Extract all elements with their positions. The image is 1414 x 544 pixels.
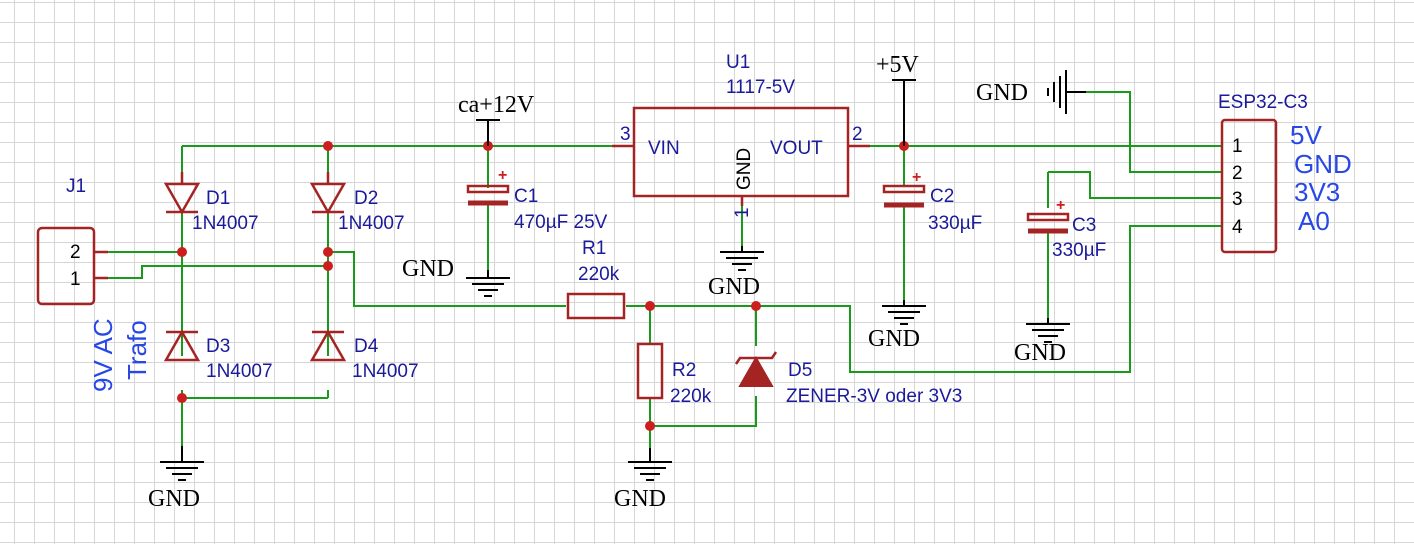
gnd-r2: GND: [614, 448, 672, 512]
d4-value: 1N4007: [352, 361, 419, 382]
c3-value: 330µF: [1052, 240, 1106, 261]
u1-pin2: 2: [852, 124, 863, 145]
junctions: [177, 141, 909, 431]
d1-value: 1N4007: [192, 213, 259, 234]
gnd-c2: GND: [868, 300, 926, 352]
regulator-u1: U1 1117-5V VIN VOUT 3 2 1 GND: [612, 52, 870, 218]
connector-j1: J1 2 1: [36, 176, 108, 306]
u1-pin1: 1: [732, 207, 753, 218]
d3-ref: D3: [206, 336, 230, 357]
u1-gnd-label: GND: [734, 148, 755, 190]
note-9v-ac: 9V AC: [88, 318, 118, 392]
resistor-r1: R1 220k: [566, 238, 626, 320]
capacitor-c1: + C1 470µF 25V: [466, 167, 608, 233]
d4-ref: D4: [354, 336, 379, 357]
u1-pin3: 3: [620, 124, 631, 145]
r1-value: 220k: [578, 264, 620, 285]
resistor-r2: R2 220k: [636, 342, 712, 407]
j1-pin2: 2: [70, 242, 81, 263]
gnd-c2-label: GND: [868, 326, 920, 352]
header-esp32: ESP32-C3 1 2 3 4 5V GND 3V3 A0: [1218, 92, 1352, 254]
note-gnd: GND: [1294, 149, 1352, 179]
note-5v: 5V: [1290, 120, 1322, 150]
gnd-c3-label: GND: [1014, 340, 1066, 366]
u1-vin: VIN: [648, 138, 680, 159]
net-12v: ca+12V: [458, 92, 535, 146]
capacitor-c2: + C2 330µF: [882, 169, 982, 234]
d3-value: 1N4007: [206, 361, 273, 382]
j1-pin1: 1: [70, 269, 81, 290]
gnd-c1: GND: [402, 256, 510, 297]
gnd-d3: GND: [148, 446, 204, 512]
c2-value: 330µF: [928, 213, 982, 234]
r1-ref: R1: [582, 238, 606, 259]
u1-vout: VOUT: [770, 138, 823, 159]
c1-ref: C1: [514, 186, 538, 207]
net-5v: +5V: [876, 52, 920, 146]
header-pin-3: 3: [1232, 189, 1243, 210]
zener-d5: D5 ZENER-3V oder 3V3: [734, 351, 962, 407]
diode-d2: D2 1N4007: [309, 172, 405, 234]
c2-plus: +: [912, 169, 921, 186]
header-pin-2: 2: [1232, 163, 1243, 184]
u1-ref: U1: [726, 52, 750, 73]
r2-ref: R2: [672, 360, 696, 381]
header-pin-1: 1: [1232, 136, 1243, 157]
note-a0: A0: [1298, 206, 1330, 236]
gnd-d3-label: GND: [148, 486, 200, 512]
d2-value: 1N4007: [338, 213, 405, 234]
u1-value: 1117-5V: [726, 77, 795, 98]
gnd-u1: GND: [708, 246, 764, 300]
j1-note: 9V AC Trafo: [88, 318, 152, 392]
note-trafo: Trafo: [122, 320, 152, 380]
gnd-c1-label: GND: [402, 256, 454, 282]
d1-ref: D1: [206, 188, 230, 209]
net-12v-label: ca+12V: [458, 92, 535, 118]
diode-d3: D3 1N4007: [163, 329, 273, 382]
r2-value: 220k: [670, 386, 712, 407]
gnd-header: GND: [976, 70, 1086, 114]
diode-d1: D1 1N4007: [163, 172, 259, 234]
c1-value: 470µF 25V: [514, 212, 608, 233]
c3-plus: +: [1056, 197, 1065, 214]
gnd-header-label: GND: [976, 80, 1028, 106]
note-3v3: 3V3: [1294, 177, 1340, 207]
header-ref: ESP32-C3: [1218, 92, 1308, 113]
gnd-c3: GND: [1014, 318, 1070, 366]
j1-ref: J1: [66, 176, 86, 197]
gnd-u1-label: GND: [708, 274, 760, 300]
c2-ref: C2: [930, 186, 954, 207]
diode-d4: D4 1N4007: [309, 329, 419, 382]
gnd-r2-label: GND: [614, 486, 666, 512]
d5-ref: D5: [788, 360, 812, 381]
d2-ref: D2: [354, 188, 378, 209]
net-5v-label: +5V: [876, 52, 920, 78]
capacitor-c3: + C3 330µF: [1026, 197, 1106, 261]
d5-value: ZENER-3V oder 3V3: [786, 386, 962, 407]
c3-ref: C3: [1072, 215, 1096, 236]
header-pin-4: 4: [1232, 217, 1243, 238]
c1-plus: +: [498, 167, 507, 184]
